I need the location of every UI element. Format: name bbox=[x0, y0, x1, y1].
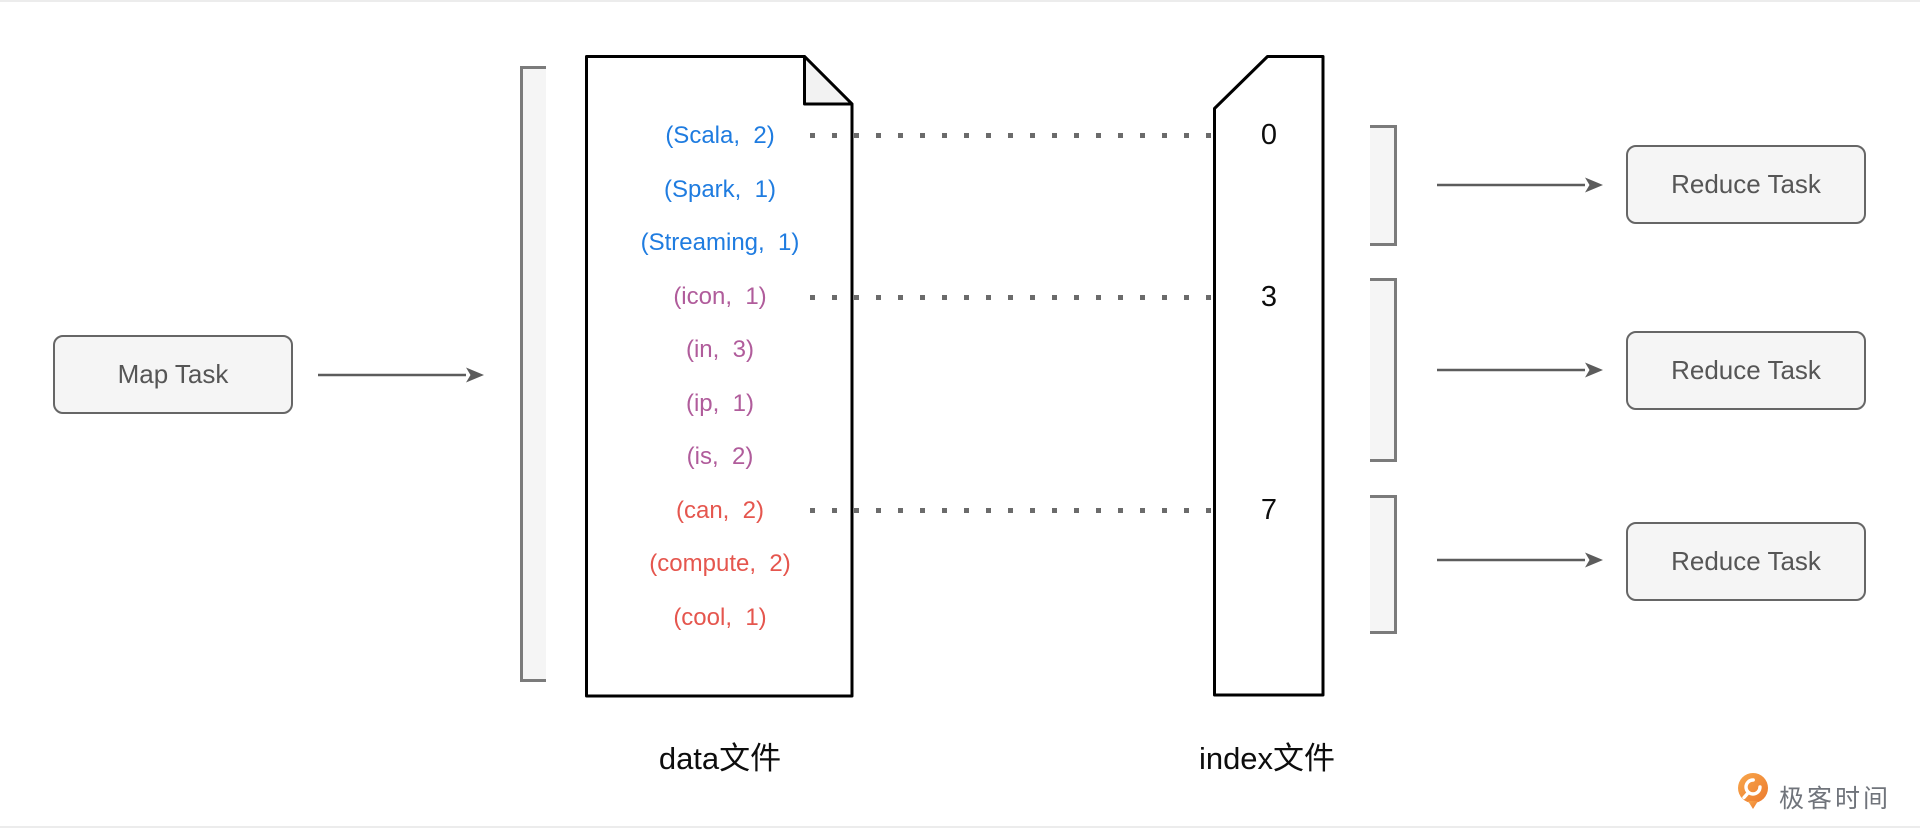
kv-pair: (Scala, 2) bbox=[665, 122, 775, 149]
kv-pair: (cool, 1) bbox=[673, 604, 767, 631]
partition-bracket bbox=[1370, 495, 1397, 634]
map-to-datafile-arrow bbox=[318, 367, 484, 383]
dotted-connector bbox=[810, 508, 1238, 513]
index-offset: 7 bbox=[1260, 494, 1278, 526]
to-reduce-arrow bbox=[1437, 552, 1603, 568]
map-task-node: Map Task bbox=[53, 335, 293, 414]
data-file-label: data文件 bbox=[658, 741, 782, 776]
index-file-label: index文件 bbox=[1198, 741, 1336, 776]
dotted-connector bbox=[810, 133, 1238, 138]
index-offset: 3 bbox=[1260, 281, 1278, 313]
data-file-shape bbox=[585, 55, 854, 698]
index-file-shape bbox=[1213, 55, 1325, 697]
to-reduce-arrow bbox=[1437, 177, 1603, 193]
reduce-task-label: Reduce Task bbox=[1671, 169, 1821, 199]
reduce-task-node: Reduce Task bbox=[1626, 145, 1866, 224]
kv-pair: (can, 2) bbox=[675, 497, 765, 524]
dotted-connector bbox=[810, 295, 1238, 300]
partition-bracket bbox=[1370, 278, 1397, 462]
reduce-task-node: Reduce Task bbox=[1626, 522, 1866, 601]
reduce-task-label: Reduce Task bbox=[1671, 546, 1821, 576]
kv-pair: (icon, 1) bbox=[673, 283, 767, 310]
index-offset: 0 bbox=[1260, 119, 1278, 151]
partition-bracket bbox=[1370, 125, 1397, 246]
reduce-task-node: Reduce Task bbox=[1626, 331, 1866, 410]
kv-pair: (ip, 1) bbox=[685, 390, 754, 417]
kv-pair: (Spark, 1) bbox=[663, 176, 777, 203]
datafile-span-bracket bbox=[520, 66, 546, 682]
map-task-label: Map Task bbox=[117, 359, 229, 389]
kv-pair: (Streaming, 1) bbox=[640, 229, 800, 256]
kv-pair: (is, 2) bbox=[686, 443, 754, 470]
reduce-task-label: Reduce Task bbox=[1671, 355, 1821, 385]
kv-pair: (in, 3) bbox=[685, 336, 754, 363]
geektime-logo-text: 极客时间 bbox=[1779, 785, 1892, 813]
to-reduce-arrow bbox=[1437, 362, 1603, 378]
kv-pair: (compute, 2) bbox=[649, 550, 791, 577]
geektime-logo-icon bbox=[1738, 773, 1768, 809]
